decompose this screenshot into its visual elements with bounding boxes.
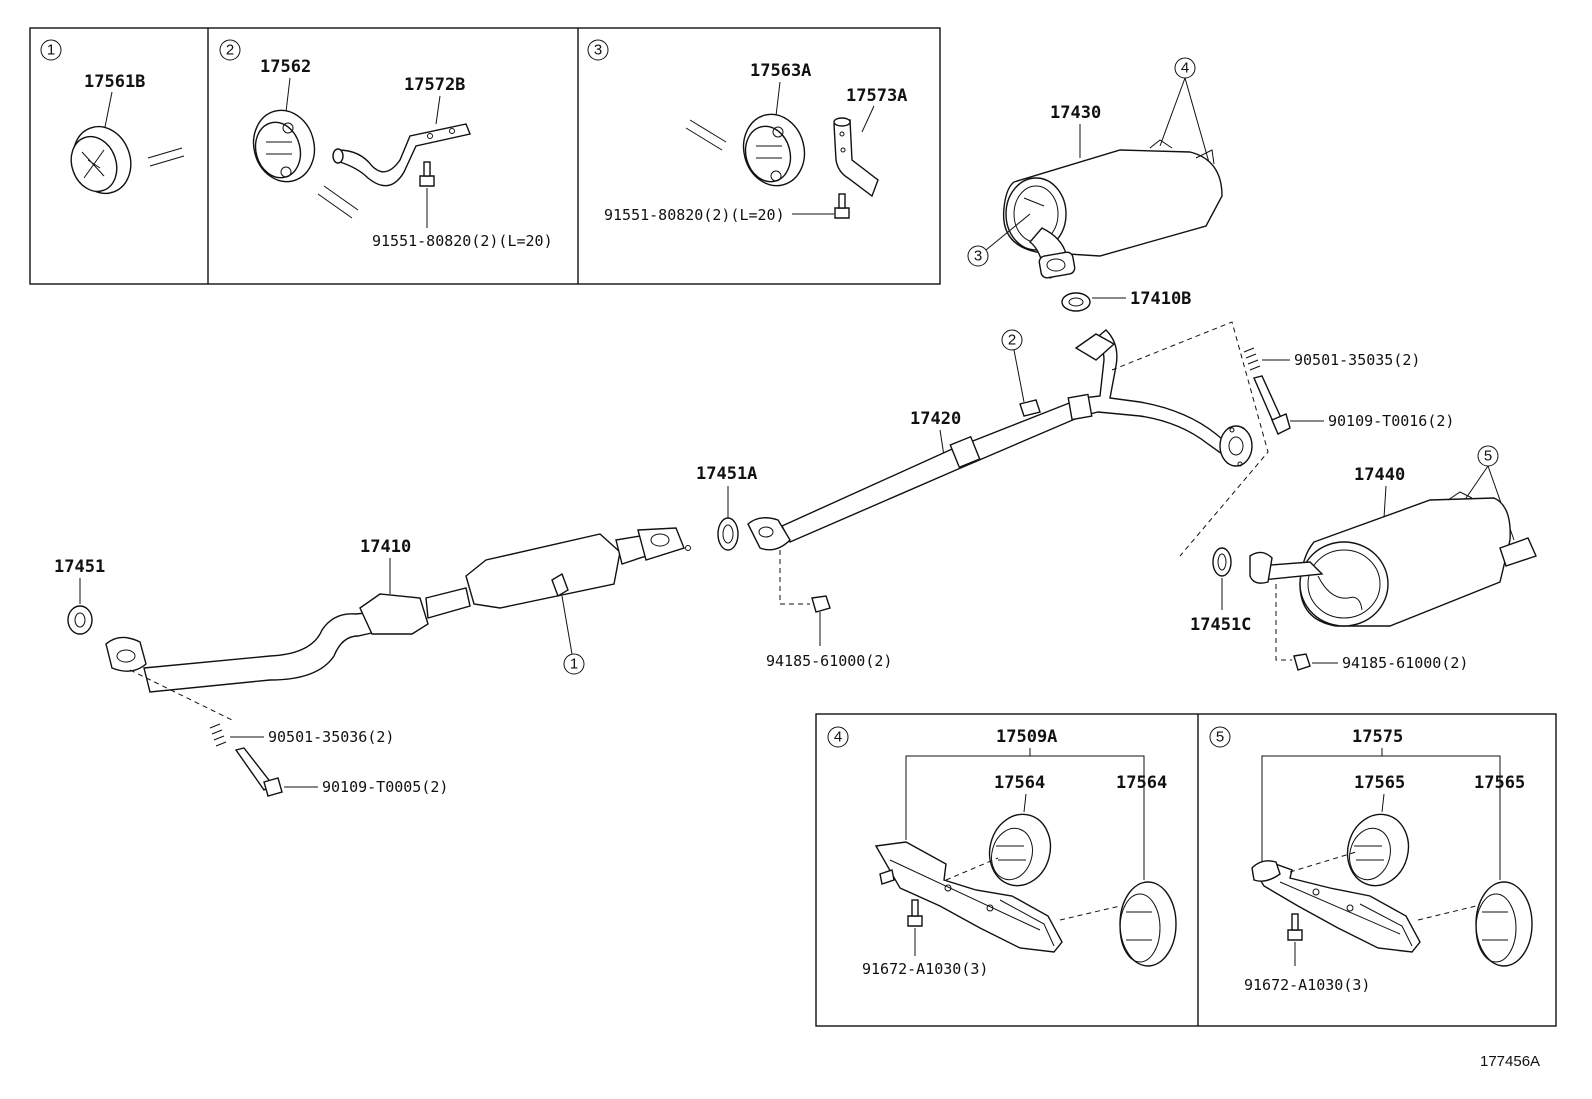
hanger-17564-b-icon: [1119, 881, 1177, 967]
label-91551-b: 91551-80820(2)(L=20): [604, 206, 785, 224]
nut-94185-a: 94185-61000(2): [766, 550, 892, 670]
bolt-90109-T0016: 90109-T0016(2): [1253, 375, 1454, 435]
label-17562: 17562: [260, 57, 311, 77]
callout-3-muffler: 3: [974, 248, 982, 265]
figure-code: 177456A: [1480, 1053, 1540, 1070]
bracket-17573A-icon: [833, 117, 879, 198]
label-90109-T0016: 90109-T0016(2): [1328, 412, 1454, 430]
callout-1-pipe: 1: [570, 656, 578, 673]
spring-90501-35036: 90501-35036(2): [209, 723, 394, 747]
gasket-17451A: 17451A: [696, 464, 757, 551]
label-17565-b: 17565: [1474, 773, 1525, 793]
hanger-17561B-icon: [70, 125, 132, 195]
hanger-17565-a-icon: [1346, 813, 1410, 887]
bolt-91551-b-icon: [834, 193, 850, 219]
label-17420: 17420: [910, 409, 961, 429]
callout-2-pipe: 2: [1008, 332, 1016, 349]
label-17451C: 17451C: [1190, 615, 1251, 635]
pipe-17420-icon: [747, 329, 1253, 551]
detail-box-5: 5 17575 17565 17565 9: [1209, 726, 1533, 994]
front-muffler-17440: 17440 5 17451C 94185-61000(2): [1190, 445, 1537, 672]
detail-box-bottom-frame: [815, 713, 1557, 1027]
front-pipe-17410-icon: [105, 527, 691, 693]
label-17565-a: 17565: [1354, 773, 1405, 793]
callout-4-box: 4: [834, 729, 842, 746]
label-90501-35036: 90501-35036(2): [268, 728, 394, 746]
label-91551-a: 91551-80820(2)(L=20): [372, 232, 553, 250]
bracket-17575-icon: [1251, 860, 1421, 953]
label-17410: 17410: [360, 537, 411, 557]
detail-box-group-bottom: [815, 713, 1557, 1027]
bracket-17509A-icon: [874, 841, 1063, 953]
label-17509A: 17509A: [996, 727, 1057, 747]
callout-2-box: 2: [226, 42, 234, 59]
detail-box-3: 3 17563A 17573A 91551-80820(2)(L=20): [587, 39, 907, 224]
hanger-17565-b-icon: [1475, 881, 1533, 967]
detail-box-top-frame: [29, 27, 941, 285]
label-94185-b: 94185-61000(2): [1342, 654, 1468, 672]
callout-5-upper: 5: [1484, 448, 1492, 465]
hanger-17563A-icon: [742, 113, 806, 187]
label-94185-a: 94185-61000(2): [766, 652, 892, 670]
callout-3-box: 3: [594, 42, 602, 59]
bolt-91551-a-icon: [419, 161, 435, 228]
detail-box-4: 4 17509A 17564 17564: [827, 726, 1177, 978]
detail-box-group-top: [29, 27, 941, 285]
center-pipe-17420: 2 17420: [747, 321, 1269, 557]
callout-5-box: 5: [1216, 729, 1224, 746]
hanger-17564-a-icon: [988, 813, 1052, 887]
callout-4-upper: 4: [1181, 60, 1189, 77]
bracket-17572B-icon: [332, 123, 471, 187]
label-17564-b: 17564: [1116, 773, 1167, 793]
hanger-rod-icon: [147, 147, 185, 167]
callout-1-box: 1: [47, 42, 55, 59]
label-17410B: 17410B: [1130, 289, 1191, 309]
gasket-17451: 17451: [54, 557, 105, 635]
bolt-91672-b-icon: [1287, 913, 1303, 966]
spring-90501-35035: 90501-35035(2): [1243, 347, 1420, 371]
label-90501-35035: 90501-35035(2): [1294, 351, 1420, 369]
nut-94185-b: 94185-61000(2): [1275, 584, 1468, 672]
hanger-rod-3-icon: [685, 119, 727, 151]
label-17575: 17575: [1352, 727, 1403, 747]
gasket-17410B: 17410B: [1061, 289, 1191, 312]
detail-box-1: 1 17561B: [40, 39, 185, 195]
rear-muffler-17430: 17430 4 3: [967, 57, 1223, 279]
muffler-17430-icon: [1002, 139, 1223, 279]
label-17451: 17451: [54, 557, 105, 577]
label-90109-T0005: 90109-T0005(2): [322, 778, 448, 796]
gasket-17451C: 17451C: [1190, 547, 1251, 635]
label-91672-b: 91672-A1030(3): [1244, 976, 1370, 994]
label-17440: 17440: [1354, 465, 1405, 485]
detail-box-2: 2 17562 17572B 91551-80820(2)(L=20): [219, 39, 553, 250]
label-17573A: 17573A: [846, 86, 907, 106]
label-91672-a: 91672-A1030(3): [862, 960, 988, 978]
label-17451A: 17451A: [696, 464, 757, 484]
label-17563A: 17563A: [750, 61, 811, 81]
front-pipe-17410: 17410 1: [105, 527, 691, 721]
muffler-17440-icon: [1249, 491, 1537, 627]
hanger-17562-icon: [252, 109, 316, 183]
bolt-91672-a-icon: [907, 899, 923, 956]
bolt-90109-T0005: 90109-T0005(2): [234, 747, 448, 797]
label-17561B: 17561B: [84, 72, 145, 92]
label-17564-a: 17564: [994, 773, 1045, 793]
label-17572B: 17572B: [404, 75, 465, 95]
label-17430: 17430: [1050, 103, 1101, 123]
hanger-rod-2-icon: [317, 185, 359, 219]
